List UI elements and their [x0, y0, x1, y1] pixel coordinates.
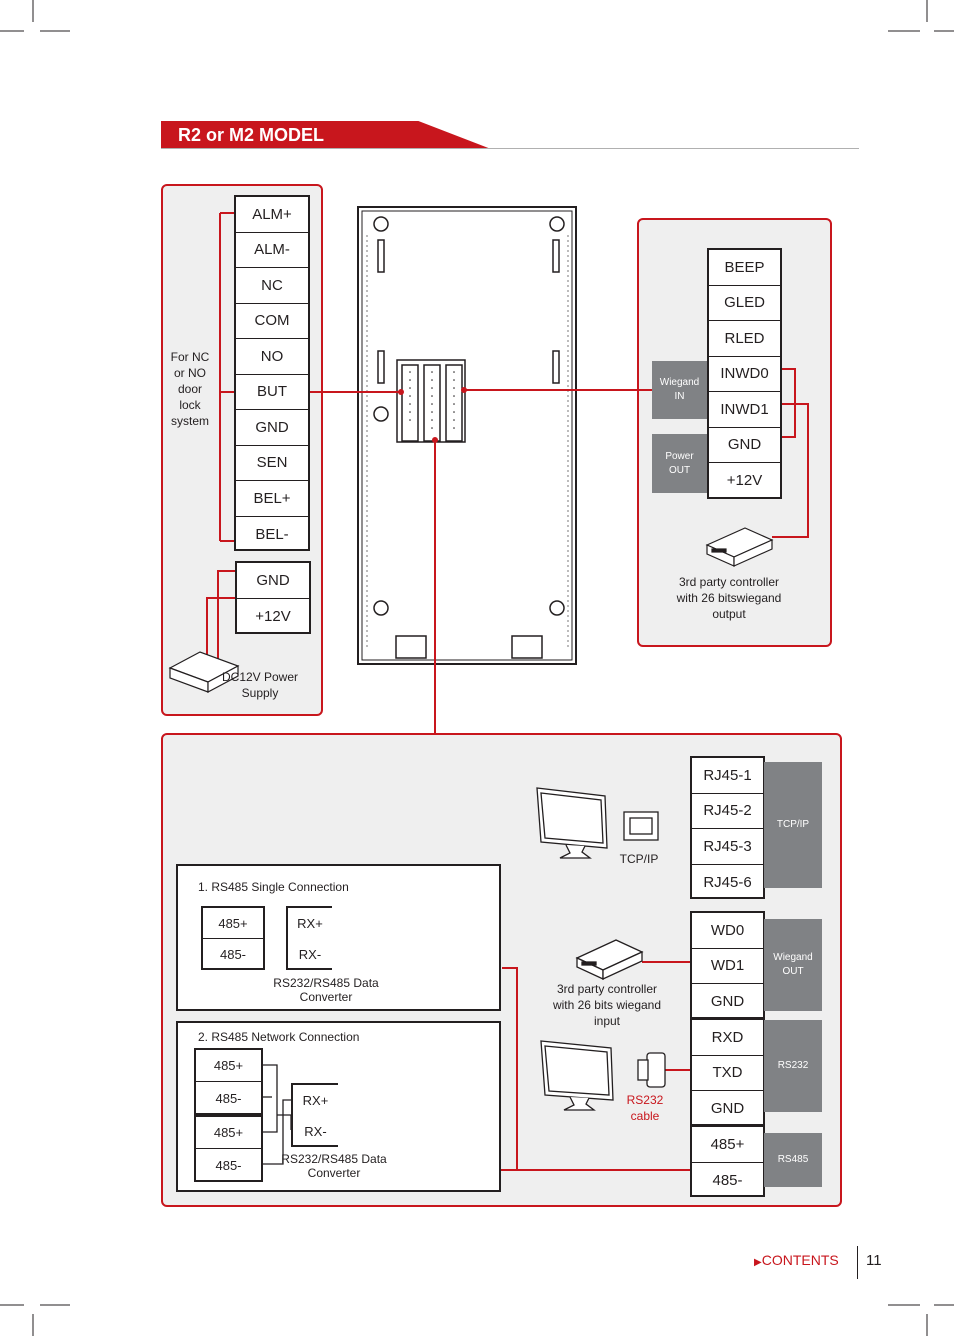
network-converter-caption: RS232/RS485 Data Converter [281, 1152, 387, 1180]
tcpip-terminal-block: RJ45-1 RJ45-2 RJ45-3 RJ45-6 [690, 756, 765, 899]
single-485-plus: 485+ [203, 908, 263, 939]
wiegand-in-tag: Wiegand IN [652, 361, 707, 419]
rs232-tag: RS232 [764, 1020, 822, 1112]
terminal-rled: RLED [709, 321, 780, 357]
power-terminal-block: GND +12V [235, 561, 311, 634]
terminal-wd1: WD1 [692, 949, 763, 984]
footer-separator [857, 1246, 858, 1279]
terminal-alm-minus: ALM- [236, 233, 308, 268]
terminal-power-12v: +12V [255, 607, 291, 625]
terminal-nc: NC [236, 268, 308, 304]
terminal-gled: GLED [709, 286, 780, 321]
network-converter-block: RX+ RX- [291, 1083, 338, 1147]
tcpip-tag: TCP/IP [764, 762, 822, 888]
rs485-network-heading: 2. RS485 Network Connection [198, 1030, 360, 1044]
terminal-485-plus: 485+ [692, 1127, 763, 1163]
terminal-rj45-2: RJ45-2 [692, 794, 763, 829]
power-supply-caption: DC12V Power Supply [221, 670, 299, 700]
terminal-inwd0: INWD0 [709, 357, 780, 392]
terminal-sen: SEN [236, 446, 308, 481]
terminal-power-gnd: GND [237, 563, 309, 599]
contents-label: CONTENTS [761, 1252, 839, 1268]
wiegand-out-caption: 3rd party controller with 26 bits wiegan… [552, 982, 662, 1028]
terminal-beep: BEEP [709, 250, 780, 286]
terminal-com: COM [236, 304, 308, 339]
network-485-minus-2: 485- [215, 1157, 242, 1173]
network-485-plus-1: 485+ [196, 1050, 261, 1082]
terminal-rxd: RXD [692, 1020, 763, 1056]
single-converter-block: RX+ RX- [286, 906, 332, 970]
terminal-gnd-right: GND [709, 428, 780, 463]
terminal-txd: TXD [692, 1056, 763, 1091]
network-485-block-1: 485+ 485- [194, 1048, 263, 1115]
network-rx-minus: RX- [304, 1124, 327, 1139]
rs232-cable-caption: RS232 cable [626, 1093, 664, 1123]
caret-right-icon: ▶ [754, 1257, 762, 1268]
terminal-but: BUT [236, 375, 308, 410]
terminal-wiegand-gnd: GND [710, 993, 745, 1011]
terminal-wd0: WD0 [692, 913, 763, 949]
single-rx-plus: RX+ [297, 916, 323, 931]
terminal-rj45-3: RJ45-3 [692, 829, 763, 865]
terminal-rj45-1: RJ45-1 [692, 758, 763, 794]
terminal-inwd1: INWD1 [709, 392, 780, 428]
terminal-12v-right: +12V [726, 472, 763, 490]
network-485-plus-2: 485+ [196, 1117, 261, 1149]
terminal-485-minus: 485- [712, 1171, 743, 1189]
network-485-block-2: 485+ 485- [194, 1115, 263, 1182]
page-number: 11 [866, 1252, 882, 1269]
wiegand-terminal-block: BEEP GLED RLED INWD0 INWD1 GND +12V [707, 248, 782, 499]
single-rx-minus: RX- [298, 947, 322, 962]
single-485-block: 485+ 485- [201, 906, 265, 970]
terminal-no: NO [236, 339, 308, 375]
terminal-gnd: GND [236, 410, 308, 446]
network-rx-plus: RX+ [302, 1093, 329, 1108]
lock-terminal-block: ALM+ ALM- NC COM NO BUT GND SEN BEL+ BEL… [234, 195, 310, 551]
contents-link[interactable]: ▶CONTENTS [754, 1252, 839, 1268]
network-485-minus-1: 485- [215, 1090, 242, 1106]
rs485-terminal-block: 485+ 485- [690, 1125, 765, 1197]
rs485-single-heading: 1. RS485 Single Connection [198, 880, 349, 894]
terminal-rs232-gnd: GND [710, 1100, 745, 1118]
lock-caption: For NC or NO door lock system [170, 350, 210, 428]
rs485-tag: RS485 [764, 1133, 822, 1187]
wiegand-out-tag: Wiegand OUT [764, 919, 822, 1011]
terminal-alm-plus: ALM+ [236, 197, 308, 233]
single-485-minus: 485- [219, 947, 247, 962]
power-out-tag: Power OUT [652, 434, 707, 493]
tcpip-caption: TCP/IP [619, 852, 659, 866]
terminal-rj45-6: RJ45-6 [703, 873, 752, 891]
single-converter-caption: RS232/RS485 Data Converter [273, 976, 379, 1004]
title-rule [161, 148, 859, 149]
terminal-bel-plus: BEL+ [236, 481, 308, 517]
controller-caption: 3rd party controller with 26 bitswiegand… [676, 575, 782, 621]
terminal-bel-minus: BEL- [255, 525, 289, 543]
page-title: R2 or M2 MODEL [178, 125, 325, 145]
